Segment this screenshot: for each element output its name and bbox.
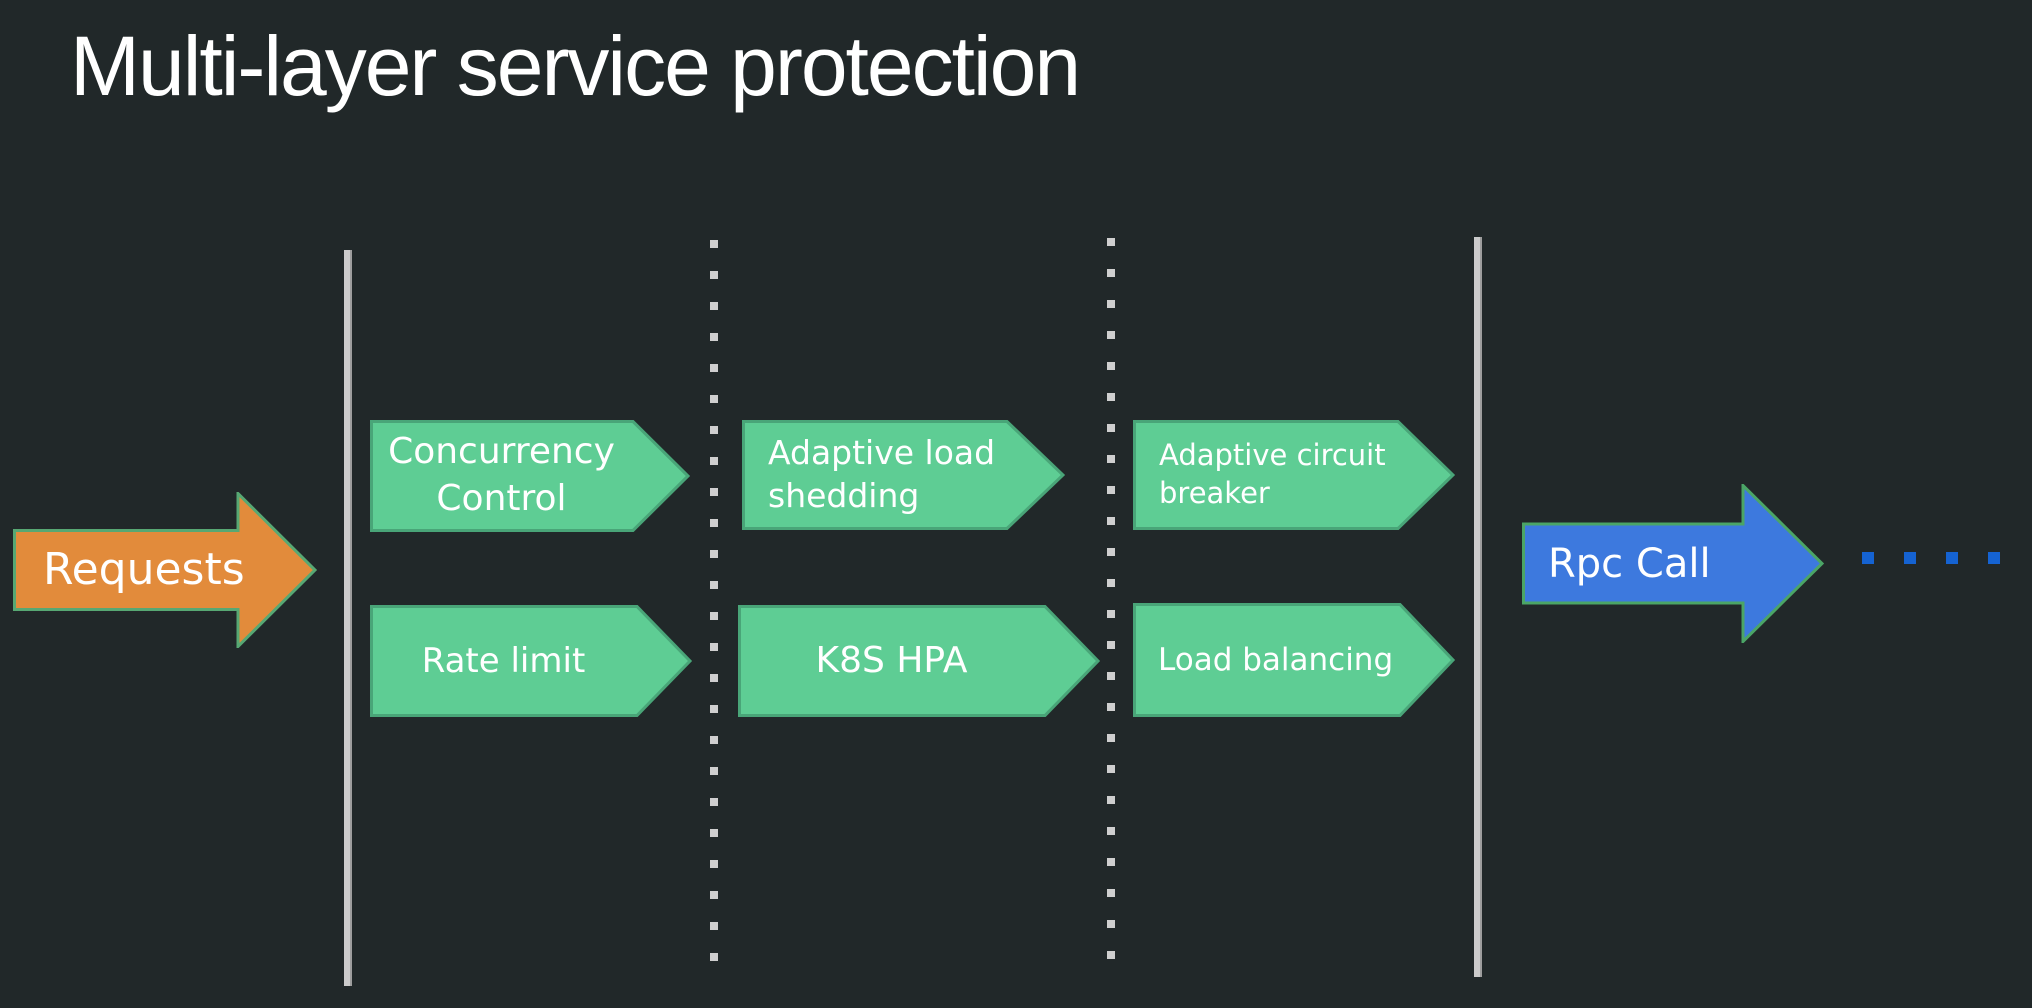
stage-tag-adaptive-circuit-breaker: Adaptive circuit breaker [1133, 420, 1455, 530]
stage-tag-label: Rate limit [421, 640, 586, 681]
pentagon-tag-shape [738, 605, 1100, 717]
pentagon-tag-shape [370, 420, 690, 532]
trailing-dot [1988, 552, 2000, 564]
stage-tag-concurrency-control: Concurrency Control [370, 420, 690, 532]
pentagon-tag-shape [742, 420, 1065, 530]
stage-tag-label: Concurrency Control [388, 431, 615, 519]
stage-tag-load-balancing: Load balancing [1133, 603, 1455, 717]
stage-tag-rate-limit: Rate limit [370, 605, 692, 717]
layer-separator-dotted-2 [1107, 238, 1115, 964]
right-arrow-shape [13, 492, 317, 648]
stage-tag-adaptive-load-shedding: Adaptive load shedding [742, 420, 1065, 530]
slide-title: Multi-layer service protection [70, 19, 1081, 113]
requests-arrow: Requests [13, 492, 317, 648]
trailing-dots [1862, 552, 2000, 564]
trailing-dot [1862, 552, 1874, 564]
stage-tag-label: Adaptive circuit breaker [1159, 438, 1386, 510]
trailing-dot [1904, 552, 1916, 564]
pentagon-tag-shape [1133, 603, 1455, 717]
stage-tag-label: Load balancing [1158, 641, 1394, 678]
stage-tag-label: Adaptive load shedding [768, 433, 996, 515]
pentagon-tag-shape [370, 605, 692, 717]
stage-tag-k8s-hpa: K8S HPA [738, 605, 1100, 717]
right-arrow-shape [1522, 484, 1824, 643]
exit-boundary-line [1474, 237, 1482, 977]
entry-boundary-line [344, 250, 352, 986]
requests-arrow-label: Requests [43, 544, 245, 596]
layer-separator-dotted-1 [710, 240, 718, 964]
rpc-call-arrow-label: Rpc Call [1548, 540, 1711, 587]
rpc-call-arrow: Rpc Call [1522, 484, 1824, 643]
pentagon-tag-shape [1133, 420, 1455, 530]
stage-tag-label: K8S HPA [815, 639, 968, 681]
trailing-dot [1946, 552, 1958, 564]
